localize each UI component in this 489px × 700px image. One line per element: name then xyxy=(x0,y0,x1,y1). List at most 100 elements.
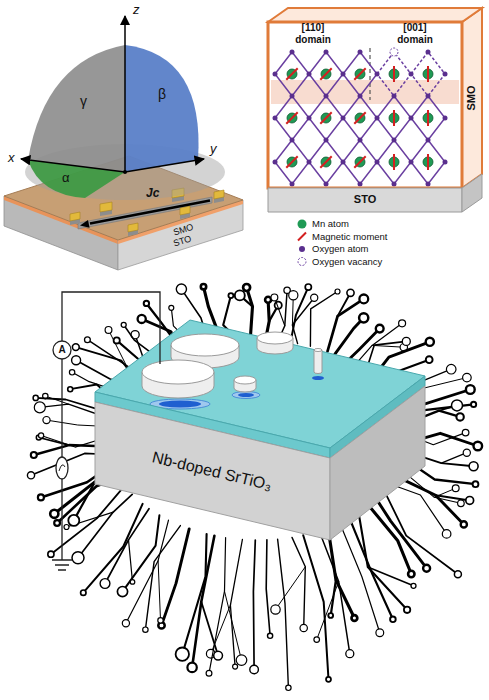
magnetic-moment xyxy=(427,154,429,170)
trace-pad xyxy=(100,579,110,589)
trace-pad xyxy=(346,650,354,658)
trace-pad xyxy=(176,648,189,661)
domain-wall xyxy=(369,48,370,100)
octahedron-bond xyxy=(411,96,445,140)
electrode-top xyxy=(257,332,293,344)
circuit-trace xyxy=(397,477,463,525)
node-label: SMO xyxy=(465,85,478,110)
node-face xyxy=(268,188,462,212)
ground-symbol xyxy=(58,569,66,571)
trace-pad xyxy=(446,364,456,374)
trace-pad xyxy=(38,494,44,500)
ammeter-label: A xyxy=(58,344,65,356)
trace-pad xyxy=(402,337,410,345)
circuit-trace xyxy=(377,501,426,569)
trace-pad xyxy=(143,627,148,632)
magnetic-moment xyxy=(427,66,429,82)
trace-pad xyxy=(43,417,50,424)
axis-line xyxy=(21,159,125,172)
oxygen-atom xyxy=(324,138,329,143)
oxygen-atom xyxy=(375,160,380,165)
oxygen-atom xyxy=(426,138,431,143)
node-face xyxy=(268,22,462,188)
oxygen-atom xyxy=(426,50,431,55)
oxygen-atom xyxy=(443,160,448,165)
circuit-trace xyxy=(276,567,306,610)
circuit-trace xyxy=(83,504,142,593)
ammeter-symbol xyxy=(53,341,71,359)
oxygen-vacancy xyxy=(390,48,398,56)
electrode-top xyxy=(142,360,214,384)
node-face xyxy=(95,402,330,540)
circuit-trace xyxy=(253,540,255,670)
oxygen-atom xyxy=(358,94,363,99)
conductive-filament xyxy=(159,401,201,408)
substrate-layer: STO xyxy=(268,174,482,212)
octahedron-bond xyxy=(343,96,377,140)
circuit-trace xyxy=(105,509,149,584)
oxygen-atom xyxy=(290,182,295,187)
ground-symbol xyxy=(55,564,69,566)
filament-ring xyxy=(232,392,260,399)
trace-pad xyxy=(411,583,416,588)
trace-pad xyxy=(463,373,472,382)
magnetic-moment xyxy=(354,68,365,79)
octahedron-bond xyxy=(377,140,411,184)
octahedron-bond xyxy=(309,52,343,96)
trace-pad xyxy=(335,289,340,294)
circuit-trace xyxy=(162,529,190,626)
magnetic-moment xyxy=(393,66,395,82)
octahedron-bond xyxy=(377,96,411,140)
oxygen-atom xyxy=(324,50,329,55)
oxygen-atom xyxy=(290,94,295,99)
octahedron-bond xyxy=(275,140,309,184)
trace-pad xyxy=(326,677,331,682)
circuit-trace xyxy=(436,495,470,500)
oxygen-atom xyxy=(290,138,295,143)
oxygen-atom xyxy=(358,50,363,55)
oxygen-atom xyxy=(375,72,380,77)
axis-label: z xyxy=(133,2,140,18)
oxygen-atom xyxy=(341,72,346,77)
trace-pad xyxy=(471,402,476,407)
circuit-trace xyxy=(303,535,328,679)
substrate-slab: Nb-doped SrTiO₃ xyxy=(95,376,425,540)
trace-pad xyxy=(426,356,433,363)
trace-pad xyxy=(473,481,479,487)
trace-pad xyxy=(39,433,44,438)
trace-pad xyxy=(250,665,259,674)
trace-pad xyxy=(176,284,186,294)
magnetic-moment xyxy=(286,68,297,79)
circuit-trace xyxy=(266,540,270,636)
contact-pad xyxy=(180,206,190,215)
trace-pad xyxy=(85,337,91,343)
legend-swatch xyxy=(298,220,307,229)
legend-label: Mn atom xyxy=(312,218,349,230)
trace-pad xyxy=(214,651,223,660)
conductive-filament xyxy=(238,393,254,397)
circuit-trace xyxy=(392,485,447,534)
magnetic-moment xyxy=(286,112,297,123)
mn-atom xyxy=(321,157,331,167)
trace-pad xyxy=(158,618,163,623)
oxygen-atom xyxy=(307,72,312,77)
oxygen-atom xyxy=(392,182,397,187)
trace-pad xyxy=(426,338,434,346)
trace-pad xyxy=(359,295,368,304)
mn-atom xyxy=(321,113,331,123)
current-arrowhead xyxy=(80,220,90,228)
oxygen-atom xyxy=(290,50,295,55)
oxygen-atom xyxy=(426,94,431,99)
trace-pad xyxy=(408,571,414,577)
trace-pad xyxy=(169,305,174,310)
node-label: STO xyxy=(354,193,376,206)
trace-pad xyxy=(461,521,467,527)
trace-pad xyxy=(81,590,86,595)
mn-atom xyxy=(287,157,297,167)
trace-pad xyxy=(34,402,45,413)
ground-symbol xyxy=(52,559,72,561)
axis-line xyxy=(125,159,204,172)
trace-pad xyxy=(72,344,79,351)
circuit-trace xyxy=(225,591,242,660)
